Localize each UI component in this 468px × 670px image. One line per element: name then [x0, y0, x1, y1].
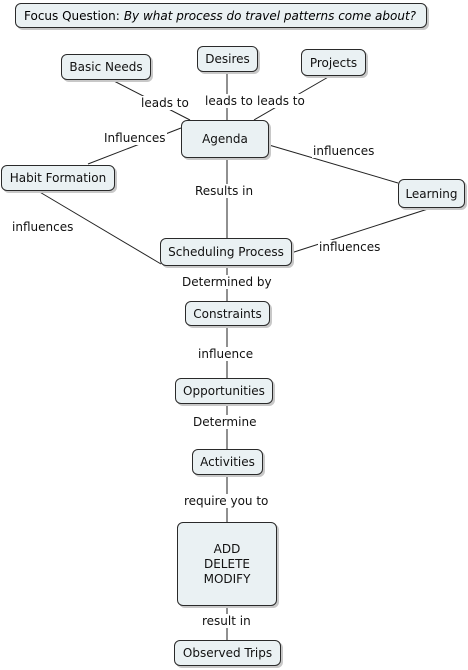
concept-constraints[interactable]: Constraints	[185, 301, 270, 326]
link-label-activities-actions: require you to	[183, 494, 270, 508]
link-label-desires: leads to	[204, 94, 254, 108]
focus-question-text: By what process do travel patterns come …	[123, 8, 417, 23]
concept-agenda[interactable]: Agenda	[181, 120, 269, 158]
concept-opportunities[interactable]: Opportunities	[175, 378, 273, 404]
concept-projects[interactable]: Projects	[301, 49, 366, 76]
link-label-actions-trips: result in	[201, 614, 252, 628]
concept-observed-trips[interactable]: Observed Trips	[174, 640, 281, 666]
link-label-learning-scheduling: influences	[318, 240, 382, 254]
concept-actions[interactable]: ADD DELETE MODIFY	[177, 522, 277, 606]
focus-question-prefix: Focus Question:	[24, 8, 120, 23]
concept-activities[interactable]: Activities	[192, 449, 263, 475]
link-label-habit-scheduling: influences	[11, 220, 75, 234]
line-habit-scheduling	[37, 190, 162, 265]
link-label-scheduling-constraints: Determined by	[181, 275, 273, 289]
link-label-habit-agenda: Influences	[103, 131, 167, 145]
concept-learning[interactable]: Learning	[398, 179, 465, 208]
line-agenda-learning	[268, 144, 399, 184]
action-modify: MODIFY	[203, 571, 251, 586]
line-learning-scheduling	[290, 207, 432, 254]
link-label-constraints-opportunities: influence	[197, 347, 255, 361]
link-label-projects: leads to	[256, 94, 306, 108]
action-delete: DELETE	[203, 556, 250, 571]
concept-scheduling-process[interactable]: Scheduling Process	[160, 238, 292, 266]
concept-habit-formation[interactable]: Habit Formation	[1, 165, 115, 191]
concept-basic-needs[interactable]: Basic Needs	[61, 54, 151, 80]
link-label-agenda-learning: influences	[312, 144, 376, 158]
link-label-agenda-scheduling: Results in	[194, 184, 255, 198]
action-add: ADD	[213, 541, 241, 556]
link-label-basic-needs: leads to	[140, 96, 190, 110]
concept-desires[interactable]: Desires	[197, 46, 258, 72]
link-label-opportunities-activities: Determine	[192, 415, 258, 429]
focus-question: Focus Question: By what process do trave…	[15, 3, 427, 28]
